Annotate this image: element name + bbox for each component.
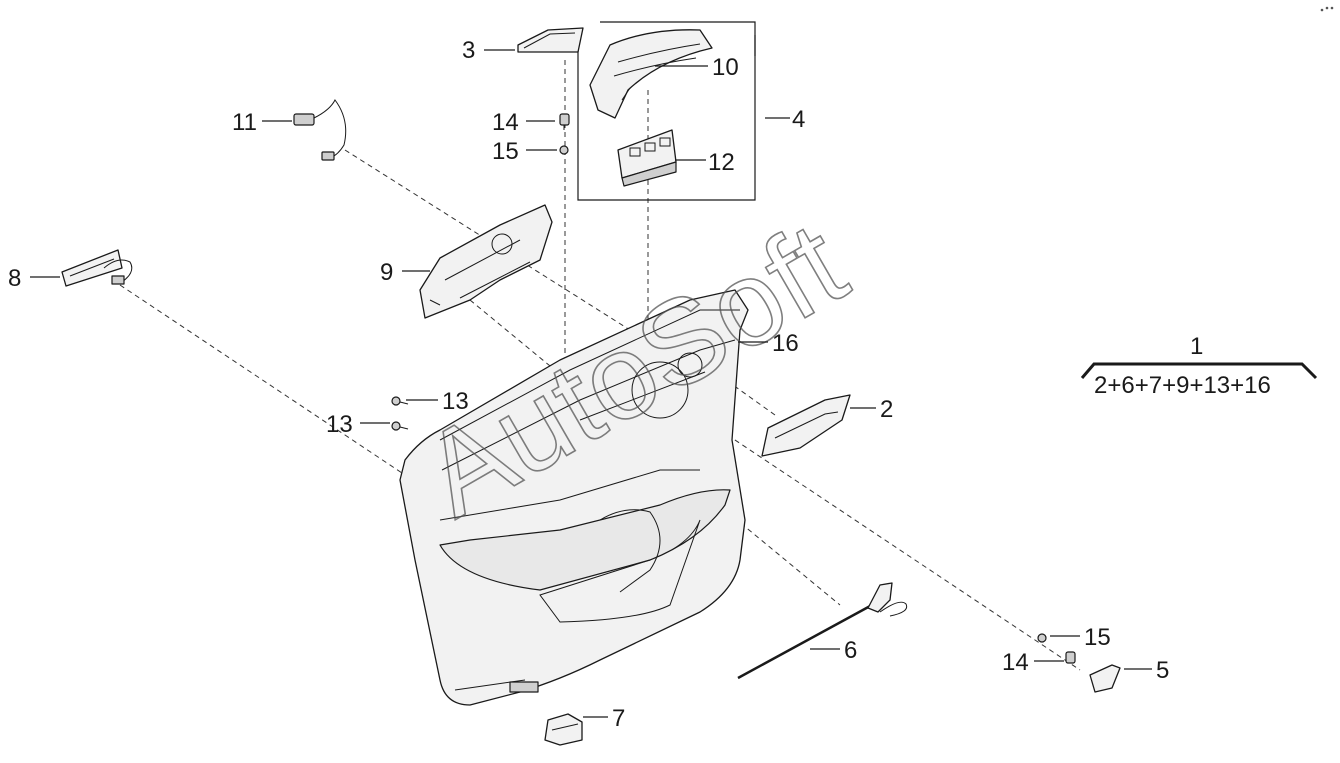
callout-14-bottom: 14 bbox=[1002, 649, 1029, 676]
callout-labels: 3 10 11 14 15 4 12 8 9 16 13 13 2 6 15 1… bbox=[8, 37, 1169, 732]
part-5-cap bbox=[1089, 664, 1121, 693]
part-14-clip-bottom bbox=[1065, 651, 1076, 664]
callout-6: 6 bbox=[844, 637, 857, 664]
part-9-bracket bbox=[419, 204, 553, 319]
callout-14-top: 14 bbox=[492, 109, 519, 136]
callout-3: 3 bbox=[462, 37, 475, 64]
part-10-armrest-trim bbox=[589, 29, 713, 119]
part-8-lamp bbox=[61, 249, 133, 287]
switch-assembly-frame bbox=[577, 21, 756, 201]
part-3-pad bbox=[517, 27, 584, 53]
callout-10: 10 bbox=[712, 54, 739, 81]
corner-marks bbox=[1320, 6, 1334, 12]
callout-11: 11 bbox=[232, 109, 257, 136]
part-15-clip-top bbox=[559, 145, 569, 155]
callout-13-bottom: 13 bbox=[326, 411, 353, 438]
callout-9: 9 bbox=[380, 259, 393, 286]
callout-8: 8 bbox=[8, 265, 21, 292]
door-trim-panel bbox=[399, 289, 749, 706]
callout-12: 12 bbox=[708, 149, 735, 176]
callout-15-bottom: 15 bbox=[1084, 624, 1111, 651]
assembly-formula: 1 2+6+7+9+13+16 bbox=[1080, 333, 1318, 399]
part-7-bracket bbox=[544, 713, 583, 746]
part-13-screws bbox=[391, 396, 409, 431]
part-2-cover bbox=[761, 394, 851, 457]
formula-text: 2+6+7+9+13+16 bbox=[1094, 372, 1271, 399]
callout-7: 7 bbox=[612, 705, 625, 732]
callout-2: 2 bbox=[880, 396, 893, 423]
callout-5: 5 bbox=[1156, 657, 1169, 684]
callout-15-top: 15 bbox=[492, 138, 519, 165]
part-11-wire-harness bbox=[293, 99, 347, 161]
callout-13-top: 13 bbox=[442, 388, 469, 415]
leader-lines bbox=[30, 49, 1152, 718]
part-14-clip-top bbox=[559, 113, 570, 130]
part-15-clip-bottom bbox=[1037, 633, 1047, 643]
formula-bracket bbox=[1080, 362, 1318, 380]
callout-4: 4 bbox=[792, 106, 805, 133]
callout-1: 1 bbox=[1190, 333, 1203, 360]
callout-16: 16 bbox=[772, 330, 799, 357]
part-12-window-switch bbox=[617, 129, 677, 187]
part-6-rod bbox=[737, 582, 908, 680]
